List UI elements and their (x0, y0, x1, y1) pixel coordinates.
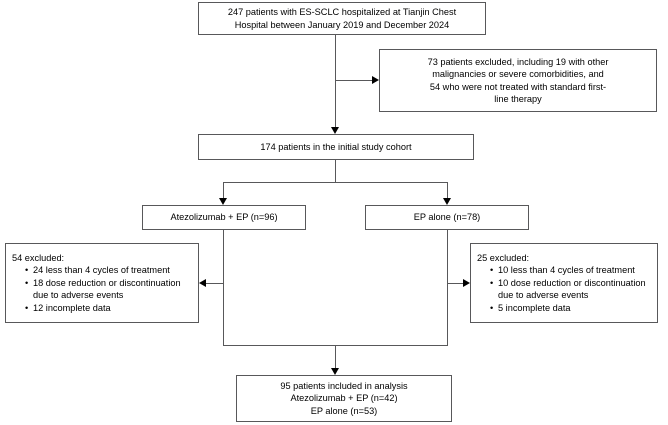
node-enrollment: 247 patients with ES-SCLC hospitalized a… (198, 2, 486, 35)
arrowhead-arm-atezolizumab (219, 198, 227, 205)
connector-cohort-to-split (335, 160, 336, 182)
list-item: 10 dose reduction or discontinuation due… (490, 277, 646, 302)
connector-split-to-arm-atezolizumab (223, 182, 224, 198)
node-excluded-right-list: 10 less than 4 cycles of treatment 10 do… (471, 264, 650, 314)
node-enrollment-line-1: 247 patients with ES-SCLC hospitalized a… (227, 7, 457, 18)
connector-arm-ep-alone-to-excluded-right (447, 283, 463, 284)
node-initial-cohort: 174 patients in the initial study cohort (198, 134, 474, 160)
node-excluded-left-item-1: 24 less than 4 cycles of treatment (33, 265, 170, 276)
node-initial-cohort-line-1: 174 patients in the initial study cohort (260, 141, 412, 152)
node-excluded-initial-line-3: 54 who were not treated with standard fi… (429, 81, 607, 92)
node-excluded-left-title: 54 excluded: (12, 252, 65, 263)
node-excluded-right: 25 excluded: 10 less than 4 cycles of tr… (470, 243, 658, 323)
node-excluded-left: 54 excluded: 24 less than 4 cycles of tr… (5, 243, 199, 323)
node-excluded-left-list: 24 less than 4 cycles of treatment 18 do… (6, 264, 185, 314)
node-excluded-initial-line-1: 73 patients excluded, including 19 with … (427, 56, 609, 67)
arrowhead-cohort (331, 127, 339, 134)
arrowhead-arm-ep-alone (443, 198, 451, 205)
node-analysis-line-3: EP alone (n=53) (310, 405, 378, 416)
node-excluded-initial-line-2: malignancies or severe comorbidities, an… (432, 69, 604, 80)
node-analysis-line-1: 95 patients included in analysis (280, 380, 408, 391)
connector-trunk-to-excluded-initial (335, 80, 372, 81)
connector-arm-ep-alone-down (447, 230, 448, 346)
connector-split-bus (223, 182, 448, 183)
connector-arm-atezolizumab-down (223, 230, 224, 346)
arrowhead-excluded-right (463, 279, 470, 287)
node-excluded-left-item-3: 12 incomplete data (33, 302, 111, 313)
node-excluded-right-item-2: 10 dose reduction or discontinuation (498, 277, 646, 288)
node-excluded-right-item-2-cont: due to adverse events (498, 290, 589, 301)
arrowhead-excluded-initial (372, 76, 379, 84)
node-arm-atezolizumab: Atezolizumab + EP (n=96) (142, 205, 306, 230)
node-excluded-initial: 73 patients excluded, including 19 with … (379, 49, 657, 112)
node-excluded-right-item-1: 10 less than 4 cycles of treatment (498, 265, 635, 276)
connector-arm-atezolizumab-to-excluded-left (206, 283, 224, 284)
node-excluded-left-item-2: 18 dose reduction or discontinuation (33, 277, 181, 288)
node-arm-ep-alone: EP alone (n=78) (365, 205, 529, 230)
arrowhead-analysis (331, 368, 339, 375)
node-excluded-right-title: 25 excluded: (477, 252, 530, 263)
node-arm-ep-alone-line-1: EP alone (n=78) (413, 212, 481, 223)
node-analysis: 95 patients included in analysis Atezoli… (236, 375, 452, 422)
list-item: 18 dose reduction or discontinuation due… (25, 277, 181, 302)
list-item: 10 less than 4 cycles of treatment (490, 264, 646, 277)
node-enrollment-line-2: Hospital between January 2019 and Decemb… (234, 19, 450, 30)
node-analysis-line-2: Atezolizumab + EP (n=42) (290, 393, 398, 404)
node-excluded-initial-line-4: line therapy (494, 93, 542, 104)
connector-enrollment-to-cohort (335, 35, 336, 127)
list-item: 5 incomplete data (490, 302, 646, 315)
connector-merge-to-analysis (335, 345, 336, 368)
node-excluded-left-item-2-cont: due to adverse events (33, 290, 124, 301)
node-arm-atezolizumab-line-1: Atezolizumab + EP (n=96) (170, 212, 278, 223)
arrowhead-excluded-left (199, 279, 206, 287)
list-item: 24 less than 4 cycles of treatment (25, 264, 181, 277)
connector-split-to-arm-ep-alone (447, 182, 448, 198)
node-excluded-right-item-3: 5 incomplete data (498, 302, 571, 313)
list-item: 12 incomplete data (25, 302, 181, 315)
